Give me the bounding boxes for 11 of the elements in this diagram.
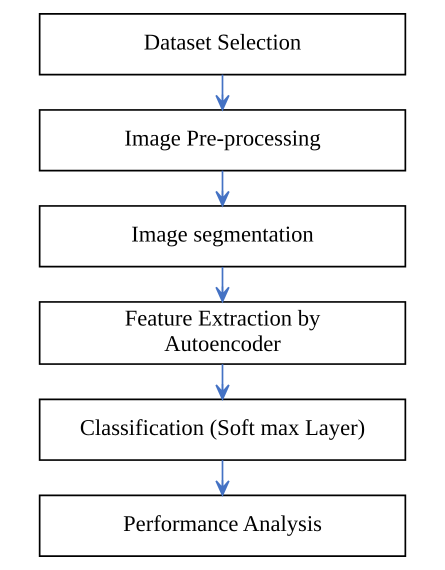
node-box: Dataset Selection <box>38 13 406 76</box>
node-box: Classification (Soft max Layer) <box>38 398 406 461</box>
node-box: Image segmentation <box>38 205 406 268</box>
arrow <box>215 364 230 400</box>
node-box: Image Pre-processing <box>38 109 406 172</box>
arrow <box>215 460 230 496</box>
node-box: Feature Extraction by Autoencoder <box>38 301 406 365</box>
node-box: Performance Analysis <box>38 494 406 557</box>
arrow <box>215 170 230 206</box>
arrow <box>215 266 230 302</box>
arrow <box>215 74 230 110</box>
